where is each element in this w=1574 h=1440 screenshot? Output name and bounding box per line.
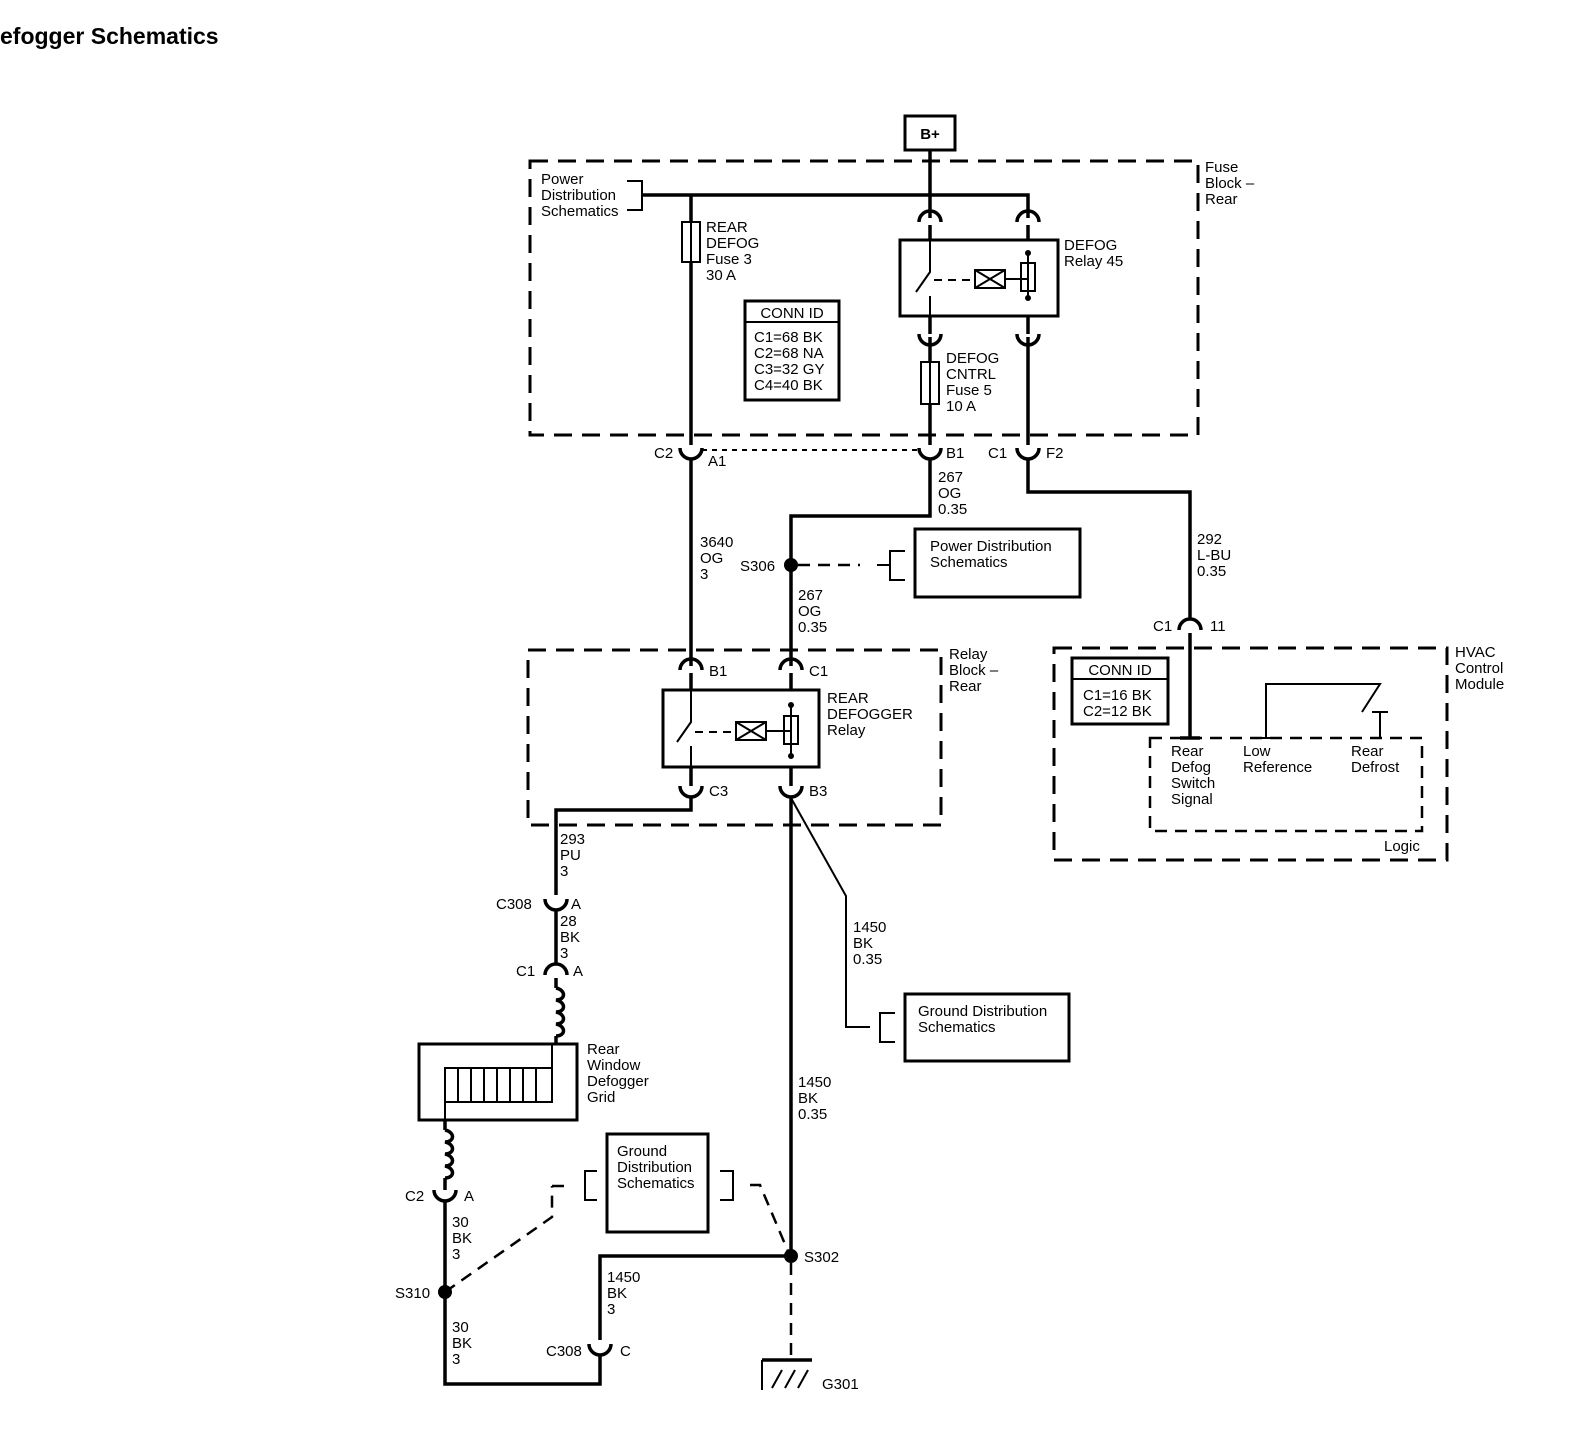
wire-28-label: 28 BK 3 — [560, 913, 584, 962]
hvac-conn-id-table: CONN ID C1=16 BK C2=12 BK — [1070, 656, 1170, 726]
svg-text:C2: C2 — [654, 445, 673, 462]
grid-lower-coil — [444, 1128, 455, 1180]
wire-1450-branch — [790, 797, 870, 1028]
svg-text:C1: C1 — [988, 445, 1007, 462]
svg-text:A: A — [573, 963, 583, 980]
svg-text:Power Distribution: Power Distribution Schematics — [541, 171, 620, 220]
hvac-connector-c1: C1 — [1153, 618, 1172, 635]
b-plus-bus — [642, 193, 1030, 218]
wire-293-label: 293 PU 3 — [560, 831, 589, 880]
defog-relay-45: DEFOG Relay 45 — [898, 209, 1123, 347]
svg-text:DEFOG CNTRL Fuse 5: DEFOG CNTRL Fuse 5 10 A — [946, 350, 1004, 415]
svg-text:CONN ID: CONN ID — [1088, 662, 1152, 679]
battery-power-source: B+ — [903, 114, 957, 152]
svg-text:A1: A1 — [708, 453, 726, 470]
rear-window-defogger-grid: Rear Window Defogger Grid — [417, 1041, 653, 1122]
connector-c308-a: C308 A — [496, 896, 581, 913]
svg-text:F2: F2 — [1046, 445, 1064, 462]
wire-1450-to-c308 — [598, 1254, 791, 1340]
wire-1450-main-label: 1450 BK 0.35 — [798, 1074, 836, 1123]
rear-defog-switch-signal-label: Rear Defog Switch Signal — [1171, 743, 1219, 808]
svg-text:DEFOG Relay 45: DEFOG Relay 45 — [1064, 237, 1123, 270]
fuse-block-rear — [528, 159, 1200, 437]
svg-text:C: C — [620, 1343, 631, 1360]
wire-292-label: 292 L-BU 0.35 — [1197, 531, 1235, 580]
wire-267 — [789, 459, 932, 666]
connector-c308-c: C308 C — [546, 1343, 631, 1360]
connector-c1-a: C1 A — [516, 962, 583, 980]
splice-s310-label: S310 — [395, 1285, 430, 1302]
grid-upper-coil — [555, 986, 566, 1038]
power-distribution-ref: Power Distribution Schematics — [913, 527, 1082, 599]
svg-text:A: A — [571, 896, 581, 913]
splice-s302-label: S302 — [804, 1249, 839, 1266]
svg-text:B3: B3 — [809, 783, 827, 800]
svg-text:C2: C2 — [405, 1188, 424, 1205]
fuse-block-connectors: C2 A1 B1 C1 F2 — [654, 445, 1064, 470]
wire-267-lower-label: 267 OG 0.35 — [798, 587, 827, 636]
svg-text:C1=16 BK C2=12 BK: C1=16 BK C2=12 BK — [1083, 687, 1156, 720]
power-distribution-ref-top: Power Distribution Schematics — [541, 171, 643, 220]
logic-label: Logic — [1384, 838, 1420, 855]
splice-s306-label: S306 — [740, 558, 775, 575]
wire-1450-branch-label: 1450 BK 0.35 — [853, 919, 891, 968]
svg-text:C308: C308 — [546, 1343, 582, 1360]
svg-text:A: A — [464, 1188, 474, 1205]
rear-defog-fuse-3: REAR DEFOG Fuse 3 30 A — [681, 195, 764, 445]
svg-text:C3: C3 — [709, 783, 728, 800]
svg-text:B1: B1 — [946, 445, 964, 462]
svg-text:G301: G301 — [822, 1376, 859, 1393]
wire-30-lower-label: 30 BK 3 — [452, 1319, 476, 1368]
low-reference-label: Low Reference — [1243, 743, 1312, 776]
wire-293 — [554, 798, 693, 895]
page-title: efogger Schematics — [0, 23, 219, 49]
wire-292 — [1026, 459, 1192, 620]
relay-block-label: Relay Block – Rear — [949, 646, 1002, 695]
wire-30-upper-label: 30 BK 3 — [452, 1214, 476, 1263]
hvac-logic-block — [1148, 736, 1424, 833]
hvac-module-label: HVAC Control Module — [1455, 644, 1508, 693]
rear-defogger-relay: B1 C1 C3 B3 REAR DEFOGGER Relay — [661, 657, 917, 800]
defog-cntrl-fuse-5: DEFOG CNTRL Fuse 5 10 A — [920, 337, 1004, 445]
svg-text:B1: B1 — [709, 663, 727, 680]
svg-text:REAR DEFOGGER Rela: REAR DEFOGGER Relay — [827, 690, 917, 739]
relay-block-rear — [526, 648, 943, 827]
wire-1450-c308-label: 1450 BK 3 — [607, 1269, 645, 1318]
svg-text:CONN ID: CONN ID — [760, 305, 824, 322]
ground-distribution-ref-upper: Ground Distribution Schematics — [903, 992, 1071, 1063]
svg-text:C1: C1 — [809, 663, 828, 680]
svg-text:C308: C308 — [496, 896, 532, 913]
svg-text:Ground Distribution Sche: Ground Distribution Schematics — [918, 1003, 1051, 1036]
svg-text:REAR DEFOG Fuse 3: REAR DEFOG Fuse 3 30 A — [706, 219, 764, 284]
svg-text:Ground Distribution: Ground Distribution Schematics — [617, 1143, 696, 1192]
splice-s306 — [784, 558, 798, 572]
hvac-pin-11: 11 — [1210, 618, 1226, 635]
hvac-control-module — [1052, 646, 1449, 862]
svg-text:Power Distribution Schem: Power Distribution Schematics — [930, 538, 1056, 571]
fuse-block-label: Fuse Block – Rear — [1205, 159, 1258, 208]
hvac-internal-switch — [1265, 683, 1382, 738]
wire-3640-label: 3640 OG 3 — [700, 534, 738, 583]
rear-defrost-label: Rear Defrost — [1351, 743, 1400, 776]
connector-c2-a: C2 A — [405, 1188, 474, 1205]
svg-text:Rear Window Defogg: Rear Window Defogger Grid — [587, 1041, 653, 1106]
svg-text:B+: B+ — [920, 126, 940, 143]
ground-distribution-ref-lower: Ground Distribution Schematics — [605, 1132, 710, 1234]
svg-text:C1: C1 — [516, 963, 535, 980]
svg-text:C1=68 BK C2=68 NA: C1=68 BK C2=68 NA C3=32 GY C4=40 BK — [754, 329, 828, 394]
fuse-block-conn-id-table: CONN ID C1=68 BK C2=68 NA C3=32 GY C4=40… — [743, 299, 841, 402]
wire-267-upper-label: 267 OG 0.35 — [938, 469, 967, 518]
ground-g301: G301 — [761, 1358, 859, 1393]
